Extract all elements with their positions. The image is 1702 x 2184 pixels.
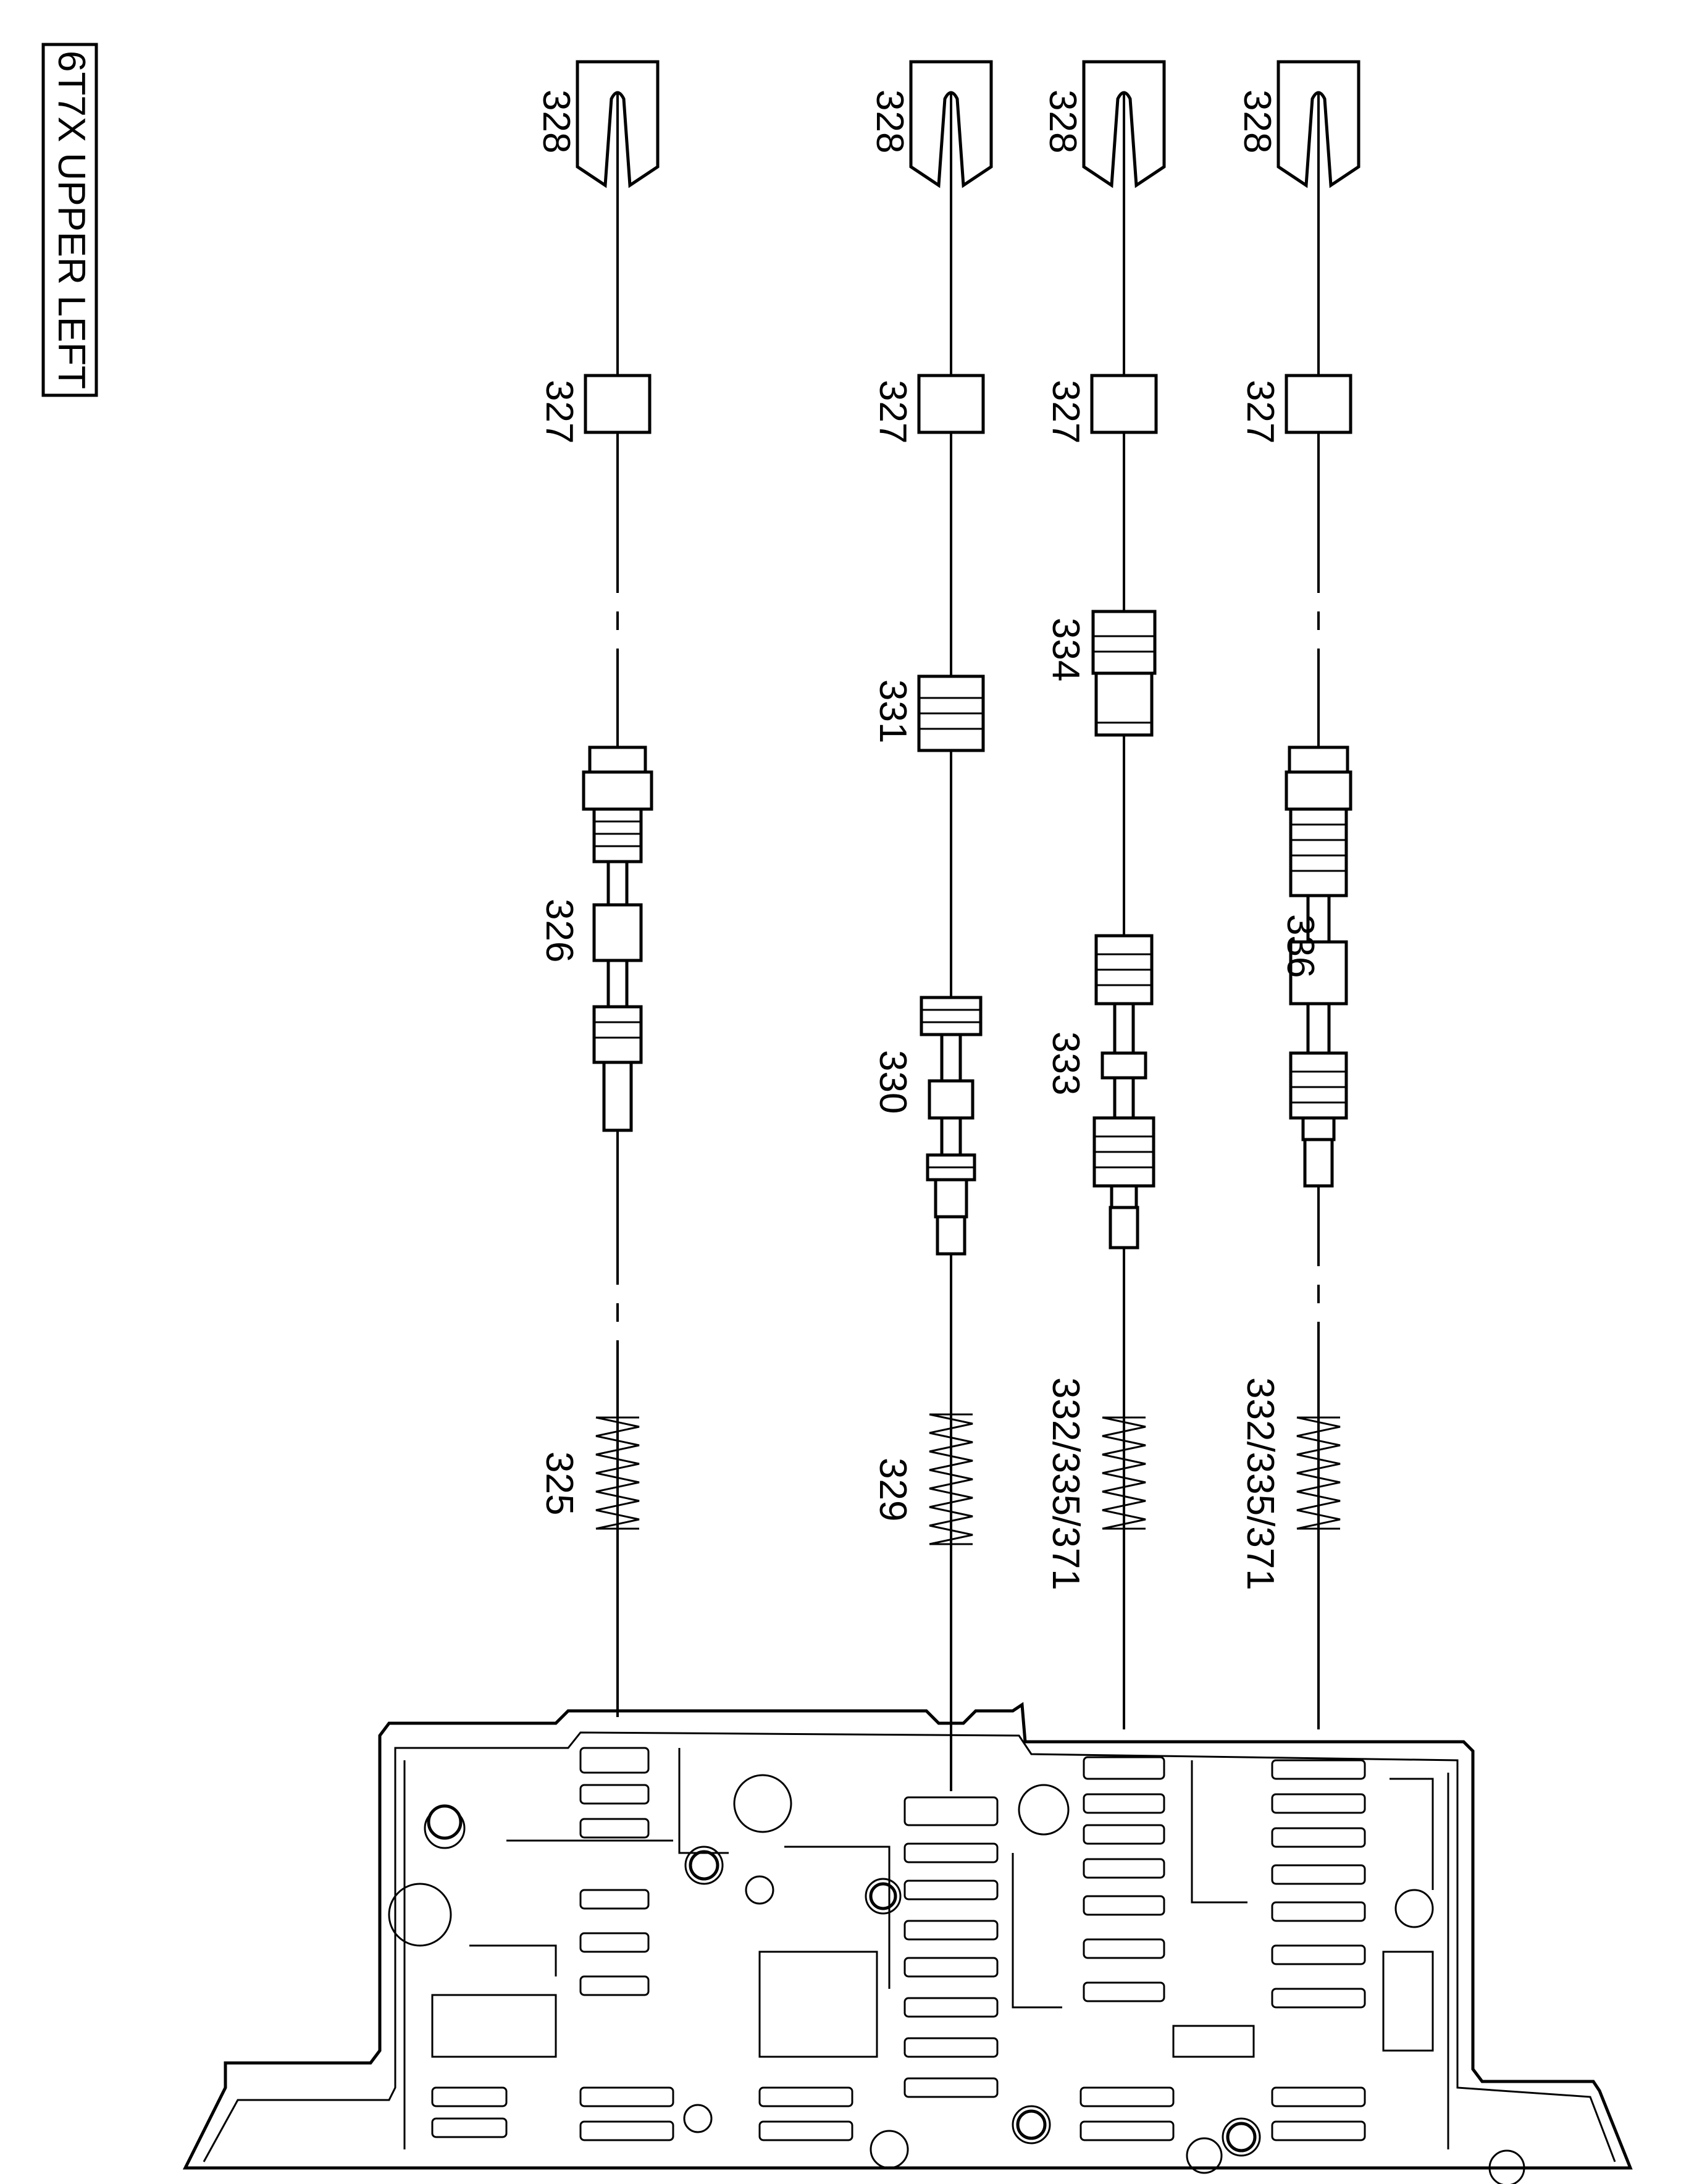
sleeve-label: 331 xyxy=(871,679,914,743)
spring-332-335-371 xyxy=(1296,1416,1341,1530)
spring-329 xyxy=(929,1413,973,1545)
spring-332-335-371 xyxy=(1102,1416,1146,1530)
valve-label: 333 xyxy=(1044,1031,1087,1095)
title-box: 6T7X UPPER LEFT xyxy=(41,43,98,397)
plug-label: 327 xyxy=(538,380,581,443)
clip-label: 328 xyxy=(1041,90,1084,153)
sleeve-334 xyxy=(1091,610,1157,737)
plug-327 xyxy=(1090,374,1158,434)
valve-label: 336 xyxy=(1279,914,1322,978)
valve-336 xyxy=(1285,746,1352,1188)
valve-label: 330 xyxy=(871,1050,914,1114)
spring-325 xyxy=(595,1416,640,1530)
spring-label: 329 xyxy=(871,1458,914,1521)
plug-label: 327 xyxy=(871,380,914,443)
valve-label: 326 xyxy=(538,899,581,962)
spring-label: 325 xyxy=(538,1451,581,1515)
plug-327 xyxy=(584,374,652,434)
sleeve-label: 334 xyxy=(1044,618,1087,681)
clip-label: 328 xyxy=(868,90,911,153)
clip-328 xyxy=(1276,60,1360,188)
valve-body-casting xyxy=(182,1702,1633,2184)
valve-330 xyxy=(920,996,983,1256)
spring-label: 332/335/371 xyxy=(1239,1377,1281,1590)
plug-327 xyxy=(917,374,985,434)
plug-327 xyxy=(1285,374,1352,434)
valve-326 xyxy=(582,746,653,1132)
clip-328 xyxy=(909,60,993,188)
clip-328 xyxy=(576,60,660,188)
plug-label: 327 xyxy=(1239,380,1281,443)
valve-column-2: 328 327 331 330 329 xyxy=(868,60,993,1791)
valve-column-3: 328 327 334 333 xyxy=(1041,60,1166,1729)
plug-label: 327 xyxy=(1044,380,1087,443)
spring-label: 332/335/371 xyxy=(1044,1377,1087,1590)
sleeve-331 xyxy=(917,674,985,752)
page-title: 6T7X UPPER LEFT xyxy=(50,51,93,389)
valve-column-4: 328 327 336 332/335/371 xyxy=(1236,60,1360,1729)
clip-label: 328 xyxy=(535,90,577,153)
valve-333 xyxy=(1092,934,1155,1250)
clip-label: 328 xyxy=(1236,90,1278,153)
clip-328 xyxy=(1082,60,1166,188)
valve-column-1: 328 327 326 325 xyxy=(535,60,660,1717)
